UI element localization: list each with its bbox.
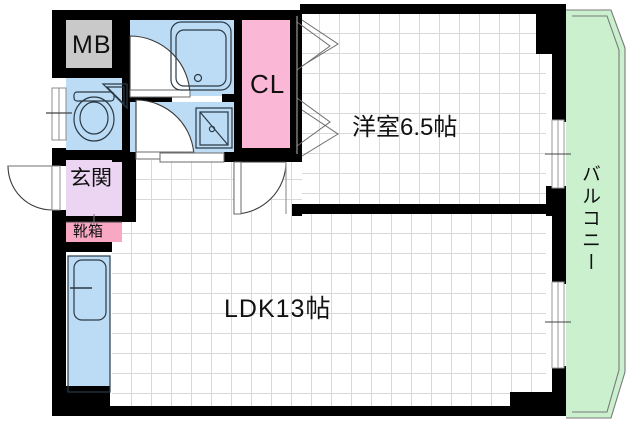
zone-kitchen-counter (68, 256, 110, 392)
wall-closet-right (290, 10, 302, 156)
wall-mb-right (112, 10, 130, 78)
wall-bath-bottom (130, 94, 172, 102)
wall-shoebox-bottom (52, 242, 112, 252)
toilet-hand-sink-icon (101, 83, 128, 110)
zone-toilet (66, 78, 122, 151)
western-room-window-marks (301, 19, 339, 157)
wall-toilet-right (122, 78, 130, 158)
label-western-room: 洋室6.5帖 (352, 114, 458, 141)
balcony-fill (566, 10, 625, 418)
wall-kitchen-edge (102, 242, 112, 248)
entrance-door-icon (7, 165, 61, 211)
wall-bath-bottom2 (222, 94, 242, 102)
western-room-door-icon (233, 161, 287, 215)
balcony-outline (566, 9, 626, 419)
kitchen-sink-icon (67, 255, 111, 393)
closet-door-icon (296, 16, 331, 154)
wall-bath-right (234, 10, 242, 98)
wall-closet-bottom (241, 148, 302, 158)
wall-western-bottom (292, 204, 546, 214)
label-shoebox: 靴箱 (73, 223, 104, 240)
wall-shoebox-top (66, 216, 136, 222)
zone-genkan (66, 160, 122, 216)
zone-shoebox (66, 222, 122, 242)
balcony-sliding-door-south-icon (545, 281, 571, 369)
toilet-window-icon (46, 87, 72, 141)
wall-kitchen-bottom (52, 386, 110, 416)
wall-washroom-bottom-left (112, 152, 136, 162)
room-fill-western (300, 14, 546, 213)
label-balcony: バルコニー (579, 164, 600, 274)
bath-door-icon (129, 35, 191, 98)
room-fill-ldk (112, 214, 546, 411)
wall-right-upper (552, 44, 566, 122)
wall-genkan-right (122, 160, 136, 216)
wall-bottom (52, 406, 566, 416)
wall-washroom-right (234, 102, 242, 160)
wall-right-lower (552, 366, 566, 416)
vanity-sink-icon (195, 107, 233, 149)
wall-top-right (300, 4, 566, 14)
washroom-entry-panel (159, 152, 225, 163)
balcony-outline-inner (572, 15, 620, 413)
bathtub-icon (170, 21, 232, 91)
label-ldk: LDK13帖 (224, 295, 332, 323)
label-genkan: 玄関 (70, 167, 112, 190)
balcony-sliding-door-north-icon (545, 119, 571, 189)
toilet-fixture-icon (73, 91, 115, 142)
wall-mb-bottom (52, 68, 122, 78)
label-closet: CL (250, 69, 286, 99)
wall-left-upper (52, 10, 66, 78)
wall-toilet-bottom (52, 150, 130, 160)
zone-closet (241, 16, 297, 154)
wall-top-left (52, 10, 300, 20)
shoebox-line (66, 214, 122, 226)
wall-left-lower (52, 210, 66, 416)
washroom-door-icon (135, 99, 195, 160)
label-meter-box: MB (72, 31, 112, 59)
wall-right-mid-jog (546, 186, 566, 216)
wall-western-bottom-stub (292, 204, 302, 216)
wall-right-mid2 (552, 216, 566, 284)
